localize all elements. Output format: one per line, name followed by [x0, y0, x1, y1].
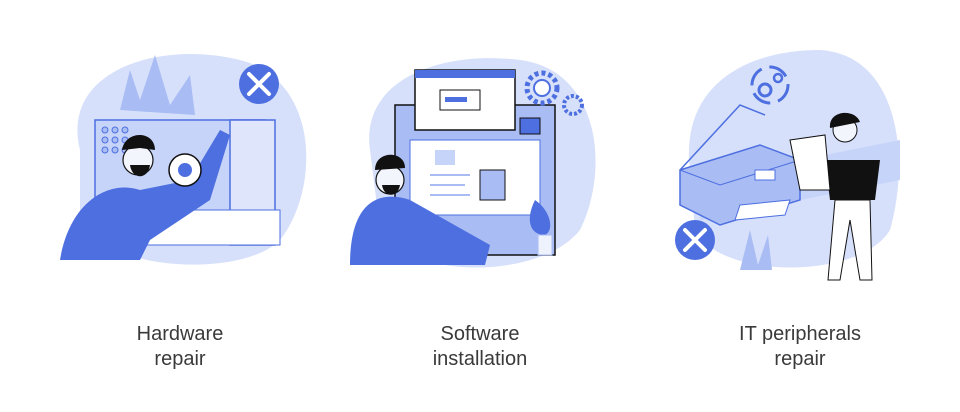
- gears-icon: [524, 70, 560, 106]
- panel-caption: IT peripherals repair: [640, 322, 960, 372]
- caption-line-1: Hardware: [136, 323, 224, 345]
- software-installation-illustration: [350, 58, 596, 268]
- panel-caption: Software installation: [320, 322, 640, 372]
- panel-it-peripherals-repair: IT peripherals repair: [640, 0, 960, 412]
- caption-line-1: Software: [440, 323, 520, 345]
- caption-line-2: repair: [774, 348, 826, 370]
- panel-hardware-repair: Hardware repair: [20, 0, 340, 412]
- panel-caption: Hardware repair: [20, 322, 340, 372]
- it-peripherals-repair-illustration: [675, 50, 900, 281]
- caption-line-2: repair: [154, 348, 206, 370]
- hardware-repair-illustration: [60, 54, 307, 265]
- caption-line-1: IT peripherals: [739, 323, 861, 345]
- panel-software-installation: Software installation: [320, 0, 640, 412]
- caption-line-2: installation: [432, 348, 528, 370]
